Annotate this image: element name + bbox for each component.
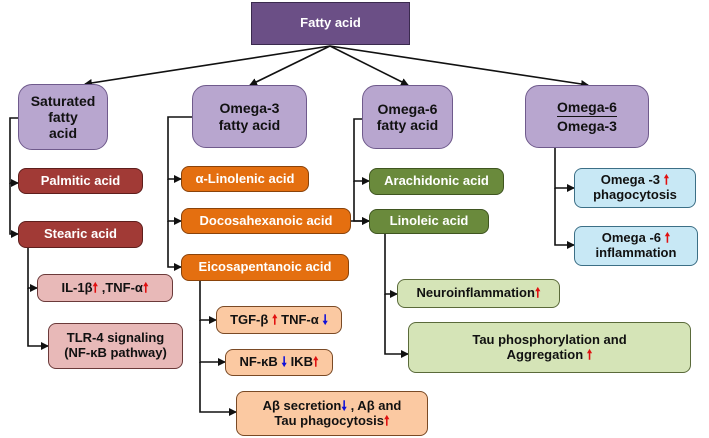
arrow-ratio-omega3-effect xyxy=(554,148,575,192)
node-docosahexanoic-acid: Docosahexanoic acid xyxy=(181,208,351,234)
node-omega6-inflammation: Omega -6 🠕 inflammation xyxy=(574,226,698,266)
down-arrow-icon: 🠗 xyxy=(322,311,328,327)
up-arrow-icon: 🠕 xyxy=(312,354,319,370)
up-arrow-icon: 🠕 xyxy=(142,279,149,295)
arrow-linoleic-tau xyxy=(384,294,409,358)
node-stearic-acid: Stearic acid xyxy=(18,221,143,248)
node-eicosapentanoic-acid: Eicosapentanoic acid xyxy=(181,254,349,281)
category-omega6-fatty-acid: Omega-6 fatty acid xyxy=(362,85,453,149)
up-arrow-icon: 🠕 xyxy=(664,230,671,246)
root-label: Fatty acid xyxy=(300,15,361,31)
up-arrow-icon: 🠕 xyxy=(534,285,541,301)
arrow-omega3-epa xyxy=(167,221,182,271)
arrow-root-omega3 xyxy=(249,45,331,86)
down-arrow-icon: 🠗 xyxy=(341,397,347,413)
up-arrow-icon: 🠕 xyxy=(92,279,99,295)
node-linoleic-acid: Linoleic acid xyxy=(369,209,489,234)
arrow-stearic-tlr4 xyxy=(27,288,49,350)
arrow-omega6-linoleic xyxy=(353,181,370,225)
up-arrow-icon: 🠕 xyxy=(271,311,278,327)
node-abeta-secretion-phagocytosis: Aβ secretion🠗 , Aβ and Tau phagocytosis🠕 xyxy=(236,391,428,436)
up-arrow-icon: 🠕 xyxy=(663,172,670,188)
up-arrow-icon: 🠕 xyxy=(383,412,390,428)
arrow-root-ratio xyxy=(329,45,589,88)
node-tgfb-tnfa: TGF-β 🠕 TNF-α 🠗 xyxy=(216,306,342,334)
ratio-numerator: Omega-6 xyxy=(557,99,617,117)
node-neuroinflammation: Neuroinflammation🠕 xyxy=(397,279,560,308)
arrow-omega6-arachidonic xyxy=(353,118,370,185)
node-palmitic-acid: Palmitic acid xyxy=(18,168,143,194)
category-omega6-omega3-ratio: Omega-6 Omega-3 xyxy=(525,85,649,148)
node-tlr4-signaling: TLR-4 signaling (NF-κB pathway) xyxy=(48,323,183,369)
arrow-stearic-il1b xyxy=(27,248,38,292)
up-arrow-icon: 🠕 xyxy=(586,346,593,362)
category-saturated-fatty-acid: Saturated fatty acid xyxy=(18,84,108,150)
arrow-root-omega6 xyxy=(329,45,409,86)
arrow-omega3-dha xyxy=(167,179,182,225)
node-nfkb-ikb: NF-κB 🠗 IKB🠕 xyxy=(225,349,333,376)
arrow-epa-tgf xyxy=(199,281,217,324)
node-alpha-linolenic-acid: α-Linolenic acid xyxy=(181,166,309,192)
arrow-saturated-stearic xyxy=(9,183,19,238)
node-tau-phosphorylation: Tau phosphorylation and Aggregation 🠕 xyxy=(408,322,691,373)
root-node-fatty-acid: Fatty acid xyxy=(251,2,410,45)
arrow-omega3-linolenic xyxy=(167,116,192,183)
arrow-linoleic-neuro xyxy=(384,234,398,298)
arrow-ratio-omega6-effect xyxy=(554,188,575,249)
ratio-denominator: Omega-3 xyxy=(557,118,617,134)
arrow-saturated-palmitic xyxy=(9,117,19,187)
arrow-epa-abeta xyxy=(199,362,237,416)
category-omega3-fatty-acid: Omega-3 fatty acid xyxy=(192,85,307,148)
node-arachidonic-acid: Arachidonic acid xyxy=(369,168,504,195)
node-il1b-tnfa: IL-1β🠕 ,TNF-α🠕 xyxy=(37,274,173,302)
node-omega3-phagocytosis: Omega -3 🠕 phagocytosis xyxy=(574,168,696,208)
arrow-root-saturated xyxy=(84,45,331,87)
down-arrow-icon: 🠗 xyxy=(281,354,287,370)
